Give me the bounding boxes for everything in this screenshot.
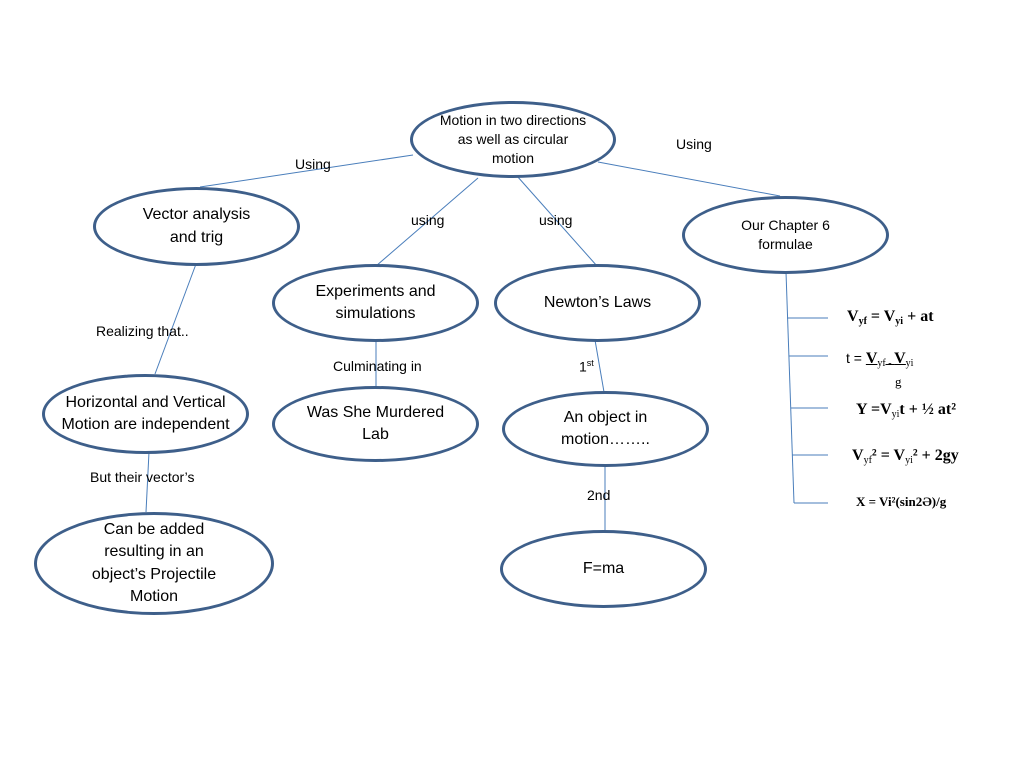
- connector-newton-object: [594, 339, 605, 393]
- node-murdered-lab: Was She Murdered Lab: [272, 386, 479, 462]
- node-root: Motion in two directions as well as circ…: [410, 101, 616, 178]
- node-object-in-motion-text: An object in motion……..: [561, 408, 650, 448]
- formula-2: t = Vyf - Vyi: [846, 350, 914, 369]
- connector-horizontal-projectile: [145, 451, 150, 513]
- node-horizontal-vertical: Horizontal and Vertical Motion are indep…: [42, 374, 249, 454]
- node-projectile-motion-text: Can be added resulting in an object’s Pr…: [91, 521, 217, 605]
- node-fma-text: F=ma: [582, 559, 625, 577]
- connector-root-chapter: [597, 161, 781, 197]
- node-murdered-lab-text: Was She Murdered Lab: [306, 403, 445, 443]
- node-fma: F=ma: [500, 530, 707, 608]
- label-using-mid-1: using: [411, 212, 445, 228]
- node-newtons-laws-text: Newton’s Laws: [543, 293, 652, 311]
- label-using-mid-2: using: [539, 212, 573, 228]
- node-chapter-formulae: Our Chapter 6 formulae: [682, 196, 889, 274]
- label-first-suffix: st: [586, 358, 594, 368]
- formula-5: X = Vi²(sin2Ə)/g: [856, 494, 947, 509]
- node-projectile-motion: Can be added resulting in an object’s Pr…: [34, 512, 274, 615]
- connector-root-vector: [199, 154, 414, 188]
- label-using-right: Using: [676, 136, 712, 152]
- formula-1: Vyf = Vyi + at: [847, 308, 934, 327]
- label-culminating: Culminating in: [333, 358, 422, 374]
- label-second: 2nd: [587, 487, 611, 503]
- label-realizing: Realizing that..: [96, 323, 189, 339]
- node-object-in-motion: An object in motion……..: [502, 391, 709, 467]
- node-vector-analysis: Vector analysis and trig: [93, 187, 300, 266]
- connector-root-experiments: [375, 177, 479, 267]
- label-first-number: 1: [579, 358, 587, 375]
- node-experiments: Experiments and simulations: [272, 264, 479, 342]
- label-first: 1st: [579, 358, 594, 375]
- formula-4: Vyf² = Vyi² + 2gy: [852, 447, 959, 466]
- node-experiments-text: Experiments and simulations: [315, 282, 436, 322]
- node-chapter-formulae-text: Our Chapter 6 formulae: [741, 216, 830, 252]
- connector-root-newton: [516, 175, 598, 267]
- connector-vector-horizontal: [154, 263, 197, 375]
- node-vector-analysis-text: Vector analysis and trig: [142, 206, 251, 246]
- formula-3: Y =Vyit + ½ at²: [856, 401, 956, 420]
- formula-trunk: [785, 271, 795, 504]
- node-horizontal-vertical-text: Horizontal and Vertical Motion are indep…: [61, 393, 230, 433]
- node-root-text: Motion in two directions as well as circ…: [439, 111, 587, 167]
- label-using-left: Using: [295, 156, 331, 172]
- formula-2-denominator: g: [895, 374, 902, 389]
- node-newtons-laws: Newton’s Laws: [494, 264, 701, 342]
- label-but-vectors: But their vector’s: [90, 469, 195, 485]
